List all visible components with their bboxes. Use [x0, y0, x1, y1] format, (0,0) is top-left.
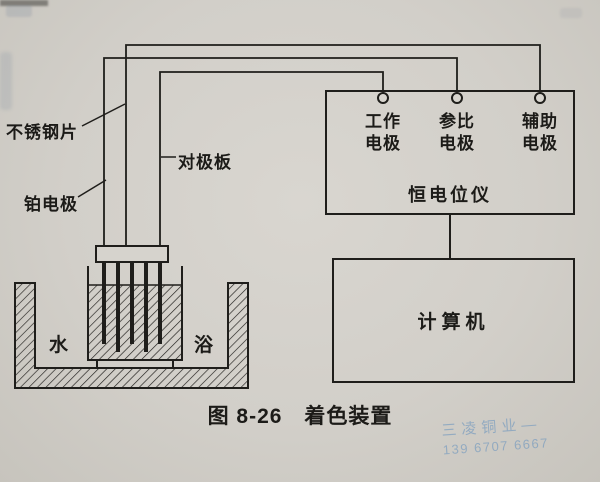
label-auxiliary-line1: 辅助 — [522, 112, 558, 131]
label-auxiliary-electrode: 辅助 电极 — [506, 111, 574, 155]
figure-caption: 图 8-26 着色装置 — [207, 405, 393, 428]
water-bath-tub — [14, 282, 249, 389]
label-counter-plate: 对极板 — [178, 153, 232, 172]
wire-working-electrode — [159, 71, 384, 246]
terminal-working — [377, 92, 389, 104]
terminal-auxiliary — [534, 92, 546, 104]
label-working-line2: 电极 — [365, 134, 401, 153]
label-potentiostat: 恒电位仪 — [408, 185, 492, 205]
electrode-bars — [102, 262, 162, 352]
label-reference-line2: 电极 — [439, 134, 475, 153]
pointer-platinum-electrode — [77, 179, 107, 198]
label-working-electrode: 工作 电极 — [349, 111, 417, 155]
potentiostat-box — [325, 90, 575, 215]
label-platinum-electrode: 铂电极 — [24, 195, 78, 214]
label-computer: 计算机 — [417, 312, 490, 333]
label-reference-line1: 参比 — [439, 112, 475, 131]
label-working-line1: 工作 — [365, 112, 401, 131]
label-auxiliary-line2: 电极 — [522, 134, 558, 153]
pointer-stainless-steel — [81, 103, 126, 127]
computer-box: 计算机 — [332, 258, 575, 383]
label-reference-electrode: 参比 电极 — [423, 111, 491, 155]
label-bath-char: 浴 — [194, 335, 215, 356]
terminal-reference — [451, 92, 463, 104]
wire-reference-electrode — [103, 57, 458, 246]
wire-auxiliary-electrode — [125, 44, 541, 246]
electrode-holder — [95, 245, 169, 263]
electrolytic-cell — [87, 266, 183, 361]
label-water-char: 水 — [49, 335, 70, 356]
label-stainless-steel: 不锈钢片 — [6, 123, 78, 142]
